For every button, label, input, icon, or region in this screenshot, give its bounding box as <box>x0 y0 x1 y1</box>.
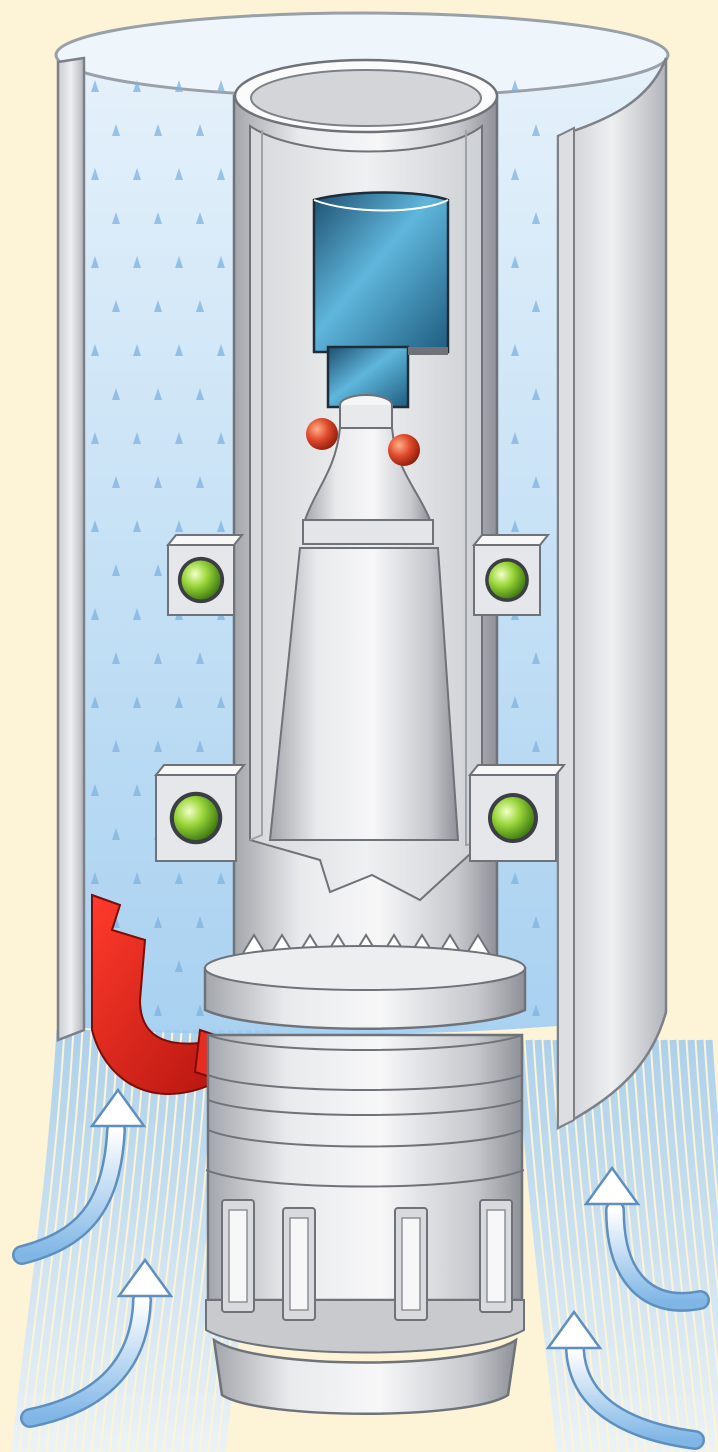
sensor-lamp-icon <box>470 765 564 861</box>
base-slot <box>283 1208 315 1320</box>
sensor-lamp-icon <box>156 765 244 861</box>
base-slot <box>395 1208 427 1320</box>
base-slot <box>222 1200 254 1312</box>
sensor-lamp-icon <box>474 535 548 615</box>
base-slot <box>480 1200 512 1312</box>
outer-wall-left <box>58 58 84 1040</box>
outer-wall-right <box>558 58 666 1128</box>
base-assembly <box>205 946 525 1414</box>
sensor-lamp-icon <box>168 535 242 615</box>
